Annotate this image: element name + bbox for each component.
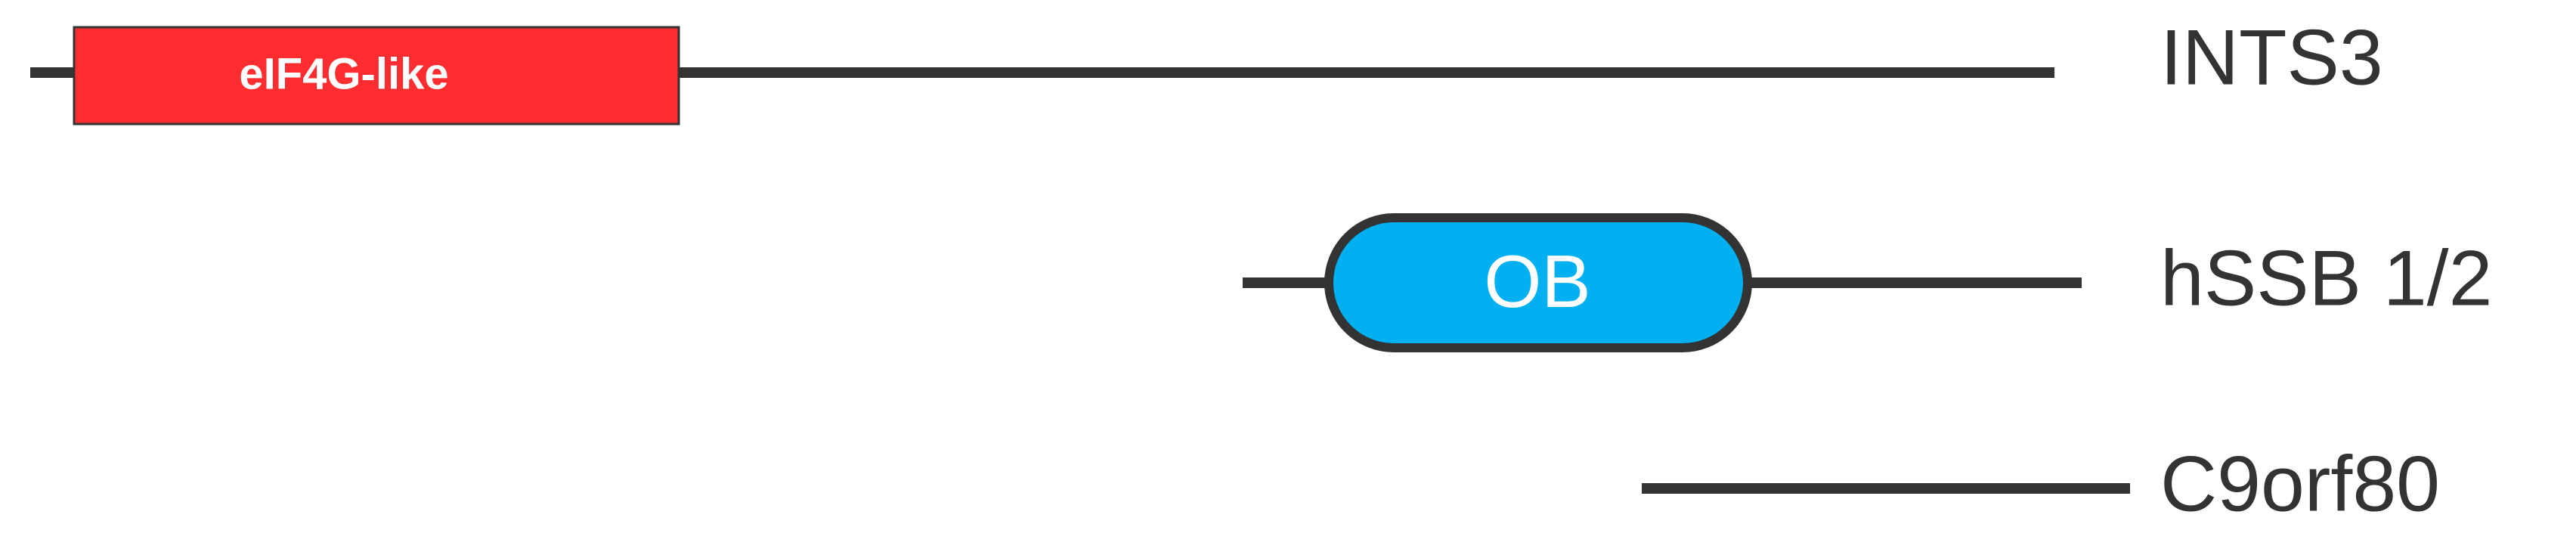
protein-label-hssb: hSSB 1/2 bbox=[2160, 234, 2492, 322]
protein-row-c9orf80: C9orf80 bbox=[1642, 440, 2440, 528]
eif4g-like-domain-label: eIF4G-like bbox=[239, 49, 448, 98]
ob-domain bbox=[1324, 213, 1752, 352]
protein-row-hssb: OB hSSB 1/2 bbox=[1243, 213, 2492, 352]
protein-row-ints3: eIF4G-like INTS3 bbox=[30, 14, 2383, 126]
ob-domain-label: OB bbox=[1484, 240, 1591, 323]
protein-label-ints3: INTS3 bbox=[2160, 14, 2383, 101]
protein-label-c9orf80: C9orf80 bbox=[2160, 440, 2440, 528]
eif4g-like-domain bbox=[73, 26, 680, 126]
